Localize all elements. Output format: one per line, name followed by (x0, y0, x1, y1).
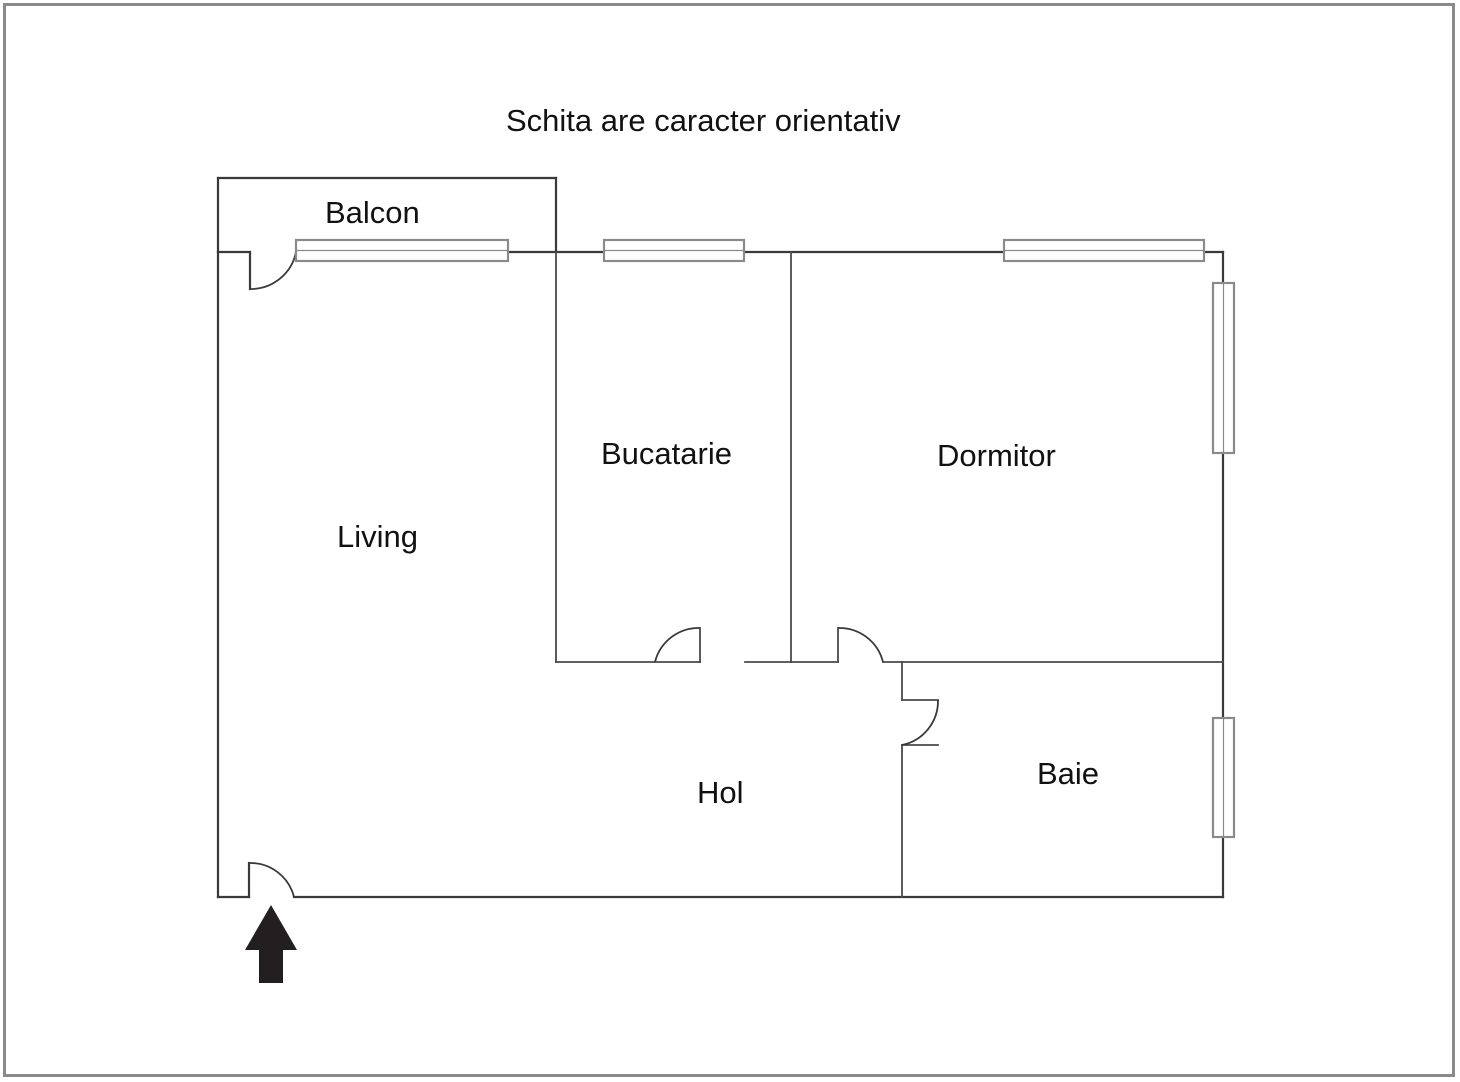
interior-partitions (555, 251, 1224, 898)
room-label-balcon: Balcon (325, 195, 420, 230)
dormitor-window-right (1211, 281, 1236, 455)
baie-window-right (1211, 716, 1236, 839)
baie-door-arc (901, 699, 939, 746)
dormitor-window-top (1002, 238, 1206, 263)
bucatarie-door-arc (654, 627, 701, 663)
room-label-living: Living (337, 519, 418, 554)
entrance-door-arc (248, 862, 295, 898)
balcon-walls (216, 176, 558, 254)
door-swings (248, 251, 939, 898)
room-label-hol: Hol (697, 775, 744, 810)
room-label-dormitor: Dormitor (937, 438, 1056, 473)
room-label-bucatarie: Bucatarie (601, 436, 732, 471)
bucatarie-window (602, 238, 746, 263)
windows (294, 238, 1236, 839)
entry-direction-arrow (245, 905, 297, 983)
page-title: Schita are caracter orientativ (506, 103, 901, 138)
balcon-window (294, 238, 510, 263)
room-label-baie: Baie (1037, 756, 1100, 791)
dormitor-door-arc (837, 627, 884, 663)
balcon-door-arc (249, 251, 297, 290)
